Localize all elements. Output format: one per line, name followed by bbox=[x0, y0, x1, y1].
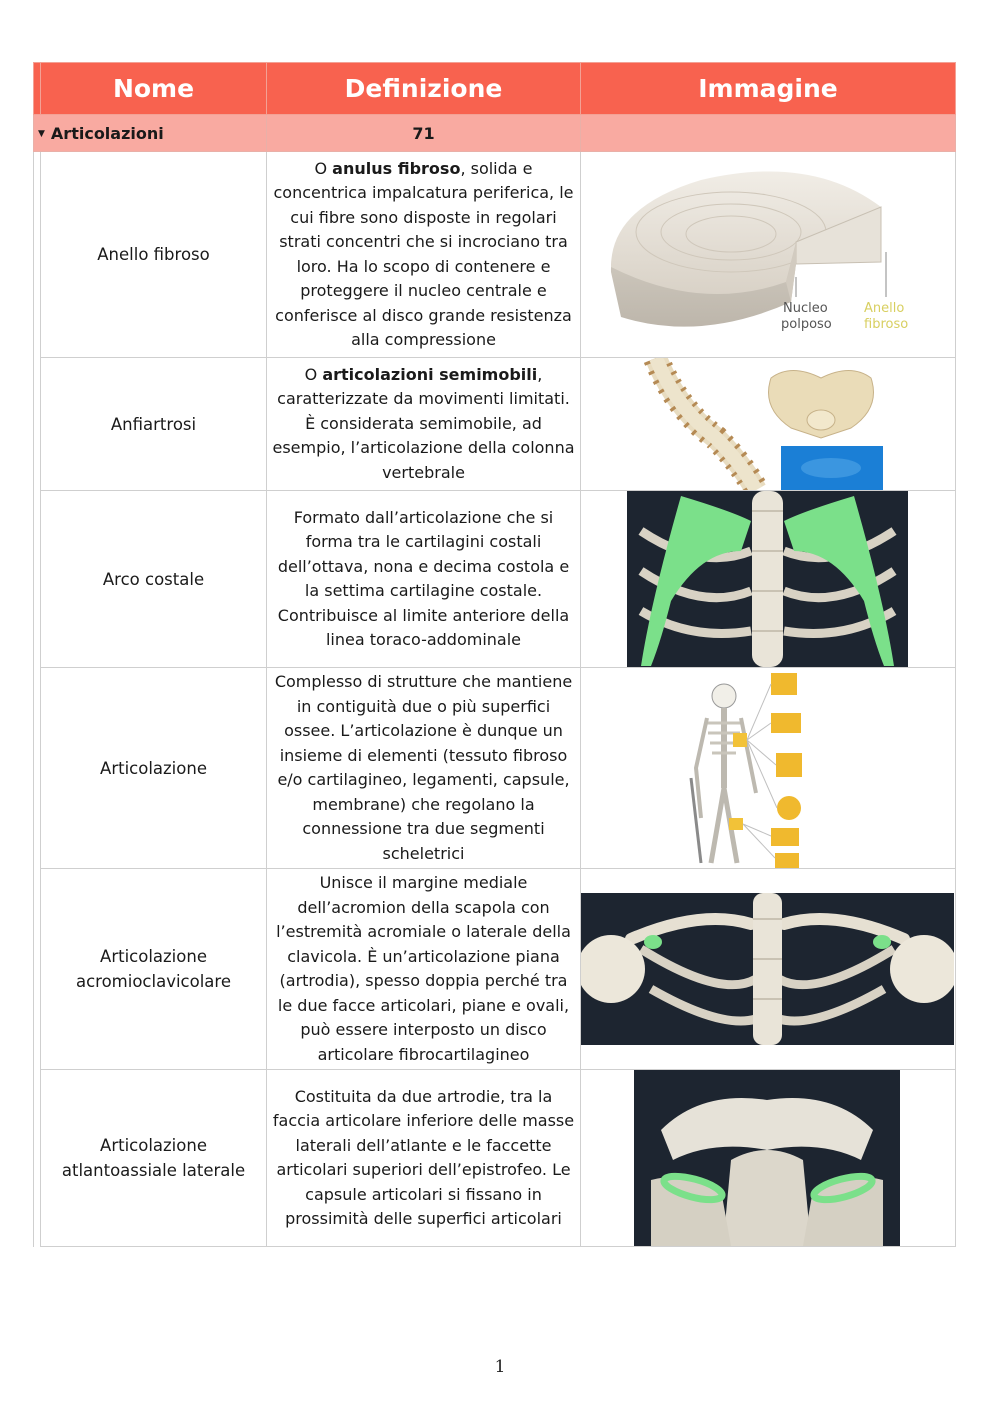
table-header: Nome Definizione Immagine bbox=[33, 62, 956, 115]
term-image-cell bbox=[580, 868, 956, 1070]
header-definizione[interactable]: Definizione bbox=[266, 62, 581, 115]
disclosure-triangle-icon[interactable]: ▼ bbox=[38, 129, 45, 139]
table-row: Anfiartrosi O articolazioni semimobili, … bbox=[33, 357, 956, 491]
term-definition: Formato dall’articolazione che si forma … bbox=[266, 490, 581, 668]
term-name: Articolazione bbox=[40, 667, 267, 869]
term-image-cell bbox=[580, 1069, 956, 1247]
table-row: Articolazione Complesso di strutture che… bbox=[33, 667, 956, 869]
term-definition: Complesso di strutture che mantiene in c… bbox=[266, 667, 581, 869]
term-image-cell bbox=[580, 357, 956, 491]
term-definition: Costituita da due artrodie, tra la facci… bbox=[266, 1069, 581, 1247]
label-anello: Anello bbox=[864, 301, 904, 316]
row-gutter bbox=[33, 667, 41, 869]
table-row: Anello fibroso O anulus fibroso, solida … bbox=[33, 151, 956, 358]
table-row: Arco costale Formato dall’articolazione … bbox=[33, 490, 956, 668]
group-row[interactable]: ▼ Articolazioni 71 bbox=[33, 114, 956, 152]
row-gutter bbox=[33, 357, 41, 491]
term-image-cell bbox=[580, 667, 956, 869]
label-nucleo: Nucleo bbox=[783, 301, 828, 316]
group-empty-cell bbox=[580, 114, 956, 152]
term-definition: O articolazioni semimobili, caratterizza… bbox=[266, 357, 581, 491]
bold-term: anulus fibroso bbox=[332, 158, 461, 178]
row-gutter bbox=[33, 490, 41, 668]
group-count: 71 bbox=[266, 114, 581, 152]
term-definition: Unisce il margine mediale dell’acromion … bbox=[266, 868, 581, 1070]
group-label: Articolazioni bbox=[50, 123, 164, 143]
costal-arch-image bbox=[627, 491, 908, 667]
bold-term: articolazioni semimobili bbox=[322, 364, 538, 384]
term-image-cell bbox=[580, 490, 956, 668]
term-image-cell: Nucleo polposo Anello fibroso bbox=[580, 151, 956, 358]
term-name: Anello fibroso bbox=[40, 151, 267, 358]
acromioclavicular-image bbox=[581, 893, 954, 1045]
spine-pelvis-image bbox=[643, 358, 883, 490]
glossary-table: Nome Definizione Immagine ▼ Articolazioni… bbox=[33, 62, 956, 1247]
term-name: Arco costale bbox=[40, 490, 267, 668]
page-number: 1 bbox=[494, 1357, 506, 1377]
header-gutter bbox=[33, 62, 41, 115]
joint-types-image bbox=[689, 673, 802, 868]
header-immagine[interactable]: Immagine bbox=[580, 62, 956, 115]
row-gutter bbox=[33, 868, 41, 1070]
header-nome[interactable]: Nome bbox=[40, 62, 267, 115]
atlantoaxial-joint-image bbox=[634, 1070, 900, 1246]
label-polposo: polposo bbox=[781, 317, 832, 332]
term-definition: O anulus fibroso, solida e concentrica i… bbox=[266, 151, 581, 358]
intervertebral-disc-image: Nucleo polposo Anello fibroso bbox=[610, 171, 908, 332]
group-title[interactable]: ▼ Articolazioni bbox=[33, 114, 267, 152]
row-gutter bbox=[33, 151, 41, 358]
label-fibroso: fibroso bbox=[864, 317, 908, 332]
term-name: Anfiartrosi bbox=[40, 357, 267, 491]
row-gutter bbox=[33, 1069, 41, 1247]
